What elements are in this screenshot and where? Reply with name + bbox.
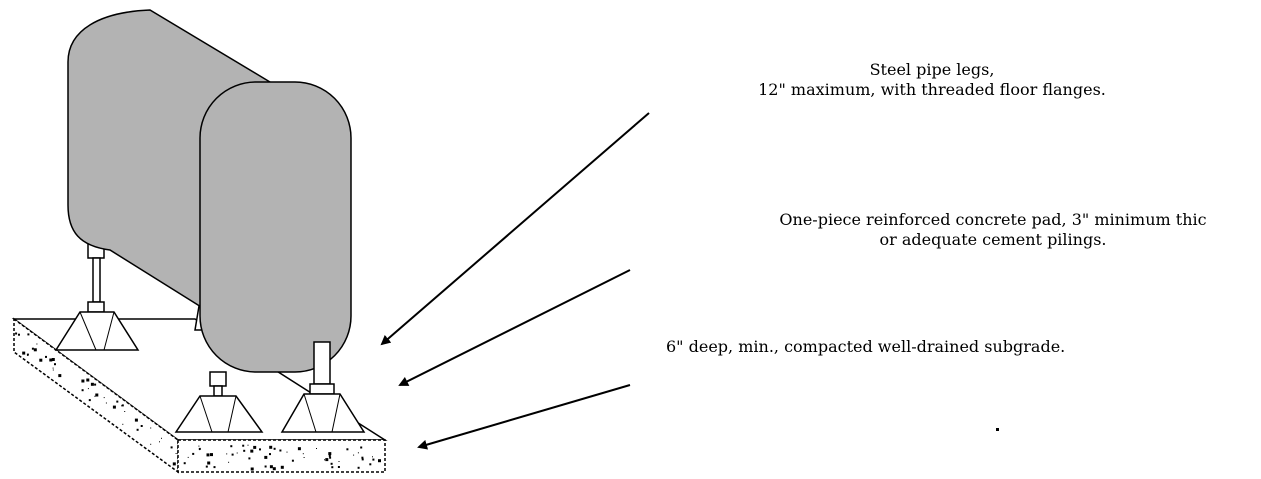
front-leg-right (280, 341, 366, 433)
subgrade-pointer-arrow (417, 384, 631, 450)
tank-end (199, 81, 352, 373)
pad-callout-label: One-piece reinforced concrete pad, 3" mi… (683, 210, 1261, 250)
pad-callout-line-2: or adequate cement pilings. (879, 230, 1107, 249)
legs-pointer-arrow (380, 112, 650, 346)
front-leg-left (174, 371, 264, 433)
concrete-pad-front (177, 439, 386, 473)
legs-callout-line-1: Steel pipe legs, (869, 60, 995, 79)
subgrade-callout-label: 6" deep, min., compacted well-drained su… (666, 337, 1065, 357)
pad-callout-line-1: One-piece reinforced concrete pad, 3" mi… (779, 210, 1207, 229)
back-leg-left (54, 239, 140, 351)
concrete-aggregate-speckles (15, 332, 381, 471)
stray-dot (996, 428, 999, 431)
oil-tank (67, 9, 352, 373)
subgrade-callout-line-1: 6" deep, min., compacted well-drained su… (666, 337, 1066, 356)
pad-pointer-arrow (398, 269, 631, 386)
legs-callout-label: Steel pipe legs, 12" maximum, with threa… (677, 60, 1187, 100)
legs-callout-line-2: 12" maximum, with threaded floor flanges… (758, 80, 1106, 99)
